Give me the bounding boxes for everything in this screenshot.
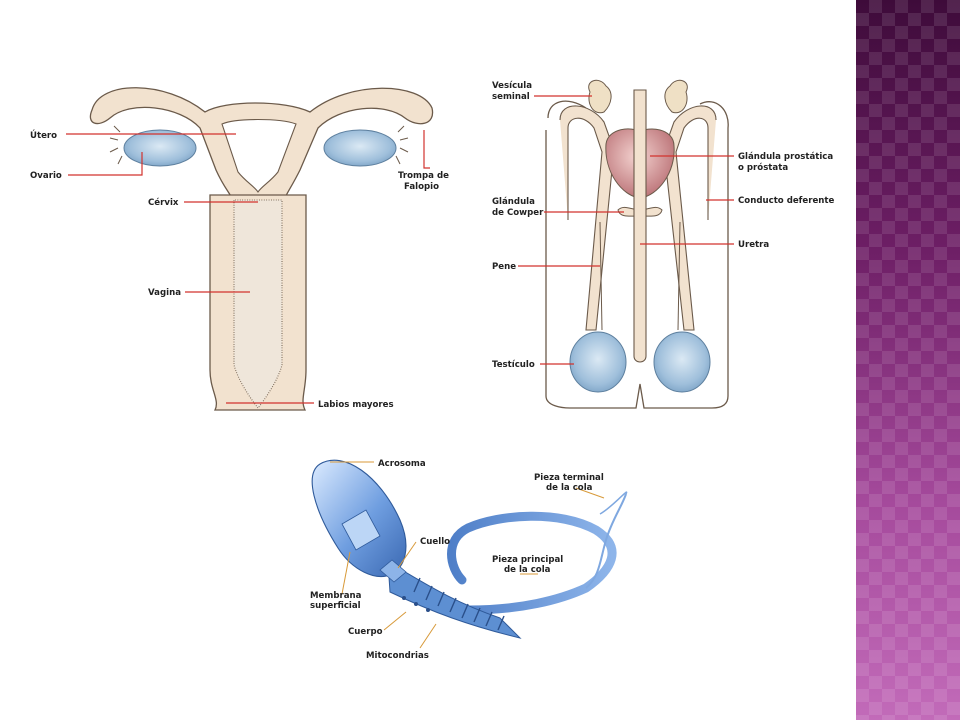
leader-ovario — [68, 152, 143, 176]
vas-deferens-right — [663, 105, 717, 331]
label-utero: Útero — [30, 129, 57, 141]
sperm-tail-end — [599, 491, 628, 515]
mitochondria-dots — [402, 596, 430, 612]
right-testicle — [653, 331, 711, 393]
right-ovary — [323, 129, 397, 167]
male-reproductive-system: Vesícula seminal Glándula prostática o p… — [492, 79, 835, 409]
penis-shaft-right — [677, 221, 681, 331]
sperm-cell: Acrosoma Pieza terminal de la cola Cuell… — [310, 459, 628, 661]
left-fimbriae — [109, 125, 123, 165]
sperm-head-cut — [341, 509, 381, 551]
female-reproductive-system: Útero Ovario Trompa de Falopio Cérvix Va… — [30, 87, 449, 411]
label-ovario: Ovario — [30, 171, 62, 181]
sperm-midpiece — [387, 561, 522, 639]
seminal-vesicle-right — [664, 79, 688, 114]
sperm-tail-principal — [447, 511, 617, 615]
label-trompa-1: Trompa de — [398, 171, 449, 181]
label-labios: Labios mayores — [318, 400, 394, 410]
body-outline — [545, 100, 729, 409]
leader-cuerpo — [383, 611, 407, 631]
uterus-cavity — [221, 119, 297, 193]
label-cuello: Cuello — [420, 537, 450, 547]
label-conducto: Conducto deferente — [738, 196, 835, 206]
leader-mitocondrias — [419, 623, 437, 649]
label-terminal-1: Pieza terminal — [534, 473, 604, 483]
label-membrana-2: superficial — [310, 601, 361, 611]
right-fimbriae — [395, 125, 409, 165]
label-cowper-2: de Cowper — [492, 208, 544, 218]
label-vesicula-1: Vesícula — [492, 81, 532, 91]
vagina-canal — [233, 199, 283, 409]
label-cowper-1: Glándula — [492, 197, 535, 207]
left-testicle — [569, 331, 627, 393]
sperm-tail-terminal — [585, 493, 627, 589]
label-membrana-1: Membrana — [310, 591, 362, 601]
leader-membrana — [341, 551, 351, 595]
label-vesicula-2: seminal — [492, 92, 530, 102]
label-pene: Pene — [492, 262, 516, 272]
label-principal-1: Pieza principal — [492, 555, 563, 565]
label-cervix: Cérvix — [148, 197, 179, 208]
reproductive-diagram: Útero Ovario Trompa de Falopio Cérvix Va… — [30, 79, 835, 661]
penis-shaft-left — [599, 221, 603, 331]
left-ovary — [123, 129, 197, 167]
label-cuerpo: Cuerpo — [348, 627, 383, 637]
label-prostata-1: Glándula prostática — [738, 152, 833, 162]
sperm-midpiece-rings — [413, 577, 505, 631]
label-acrosoma: Acrosoma — [378, 459, 426, 469]
urethra — [633, 89, 647, 363]
label-trompa-2: Falopio — [404, 182, 439, 192]
label-testiculo: Testículo — [492, 360, 535, 370]
leader-cuello — [397, 541, 417, 569]
label-mitocondrias: Mitocondrias — [366, 651, 429, 661]
label-principal-2: de la cola — [504, 565, 551, 575]
seminal-vesicle-left — [588, 79, 612, 114]
label-uretra: Uretra — [738, 240, 769, 250]
label-terminal-2: de la cola — [546, 483, 593, 493]
vas-deferens-left — [559, 105, 615, 331]
leader-trompa — [423, 130, 430, 169]
decorative-side-strip — [856, 0, 960, 720]
label-prostata-2: o próstata — [738, 162, 788, 173]
label-vagina: Vagina — [148, 288, 181, 298]
leader-terminal — [575, 487, 605, 499]
sperm-neck — [379, 559, 407, 583]
